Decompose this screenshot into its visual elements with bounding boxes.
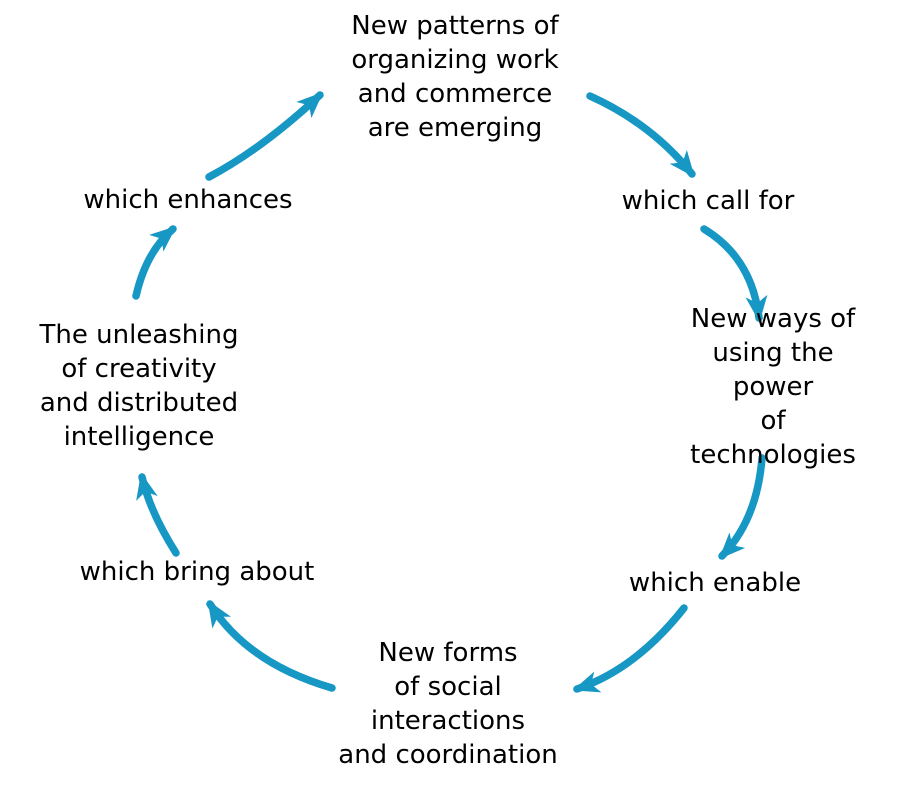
- connector-which-call-for: which call for: [621, 186, 795, 216]
- node-new-ways: New ways of using the power of technolog…: [690, 304, 856, 470]
- connector-which-bring-about: which bring about: [79, 557, 315, 587]
- node-new-patterns: New patterns of organizing work and comm…: [351, 11, 559, 143]
- arrow-unleashing-to-enhances: [132, 225, 177, 300]
- node-new-forms: New forms of social interactions and coo…: [338, 638, 558, 770]
- arrow-new-forms-to-bring-about: [206, 600, 336, 692]
- arrow-bring-about-to-unleashing: [136, 472, 180, 557]
- arrow-call-for-to-new-ways: [700, 225, 768, 323]
- arrow-top-to-call-for: [586, 92, 696, 178]
- arrow-new-ways-to-enable: [718, 454, 766, 560]
- connector-which-enhances: which enhances: [83, 185, 293, 215]
- arrow-enable-to-new-forms: [572, 604, 688, 693]
- node-unleashing: The unleashing of creativity and distrib…: [39, 320, 239, 452]
- connector-which-enable: which enable: [628, 568, 802, 598]
- arrow-enhances-to-top: [205, 91, 324, 181]
